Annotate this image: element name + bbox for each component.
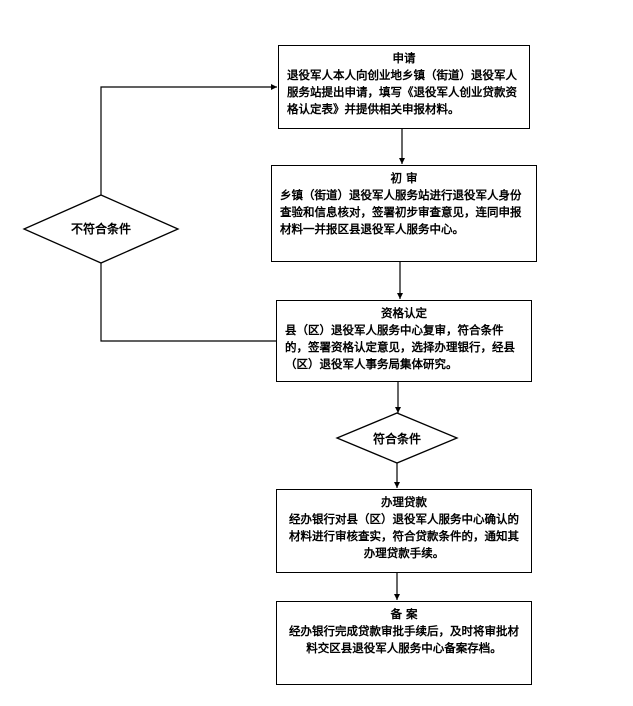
arrow-not-eligible-to-apply (100, 84, 277, 195)
line-qualification-to-not-eligible (100, 263, 276, 342)
step-qualification-title: 资格认定 (381, 306, 427, 320)
step-preliminary-text: 乡镇（街道）退役军人服务站进行退役军人身份查验和信息核对，签署初步审查意见，连同… (280, 188, 522, 236)
step-loan-box: 办理贷款 经办银行对县（区）退役军人服务中心确认的材料进行审核查实，符合贷款条件… (276, 489, 532, 573)
step-apply-box: 申请 退役军人本人向创业地乡镇（街道）退役军人服务站提出申请，填写《退役军人创业… (278, 45, 530, 129)
step-apply-text: 退役军人本人向创业地乡镇（街道）退役军人服务站提出申请，填写《退役军人创业贷款资… (287, 68, 517, 116)
step-qualification-box: 资格认定 县（区）退役军人服务中心复审，符合条件的，签署资格认定意见，选择办理银… (276, 300, 532, 382)
step-filing-title: 备 案 (390, 607, 418, 621)
step-loan-text: 经办银行对县（区）退役军人服务中心确认的材料进行审核查实，符合贷款条件的，通知其… (289, 512, 519, 560)
eligible-label: 符合条件 (372, 432, 421, 446)
eligible-diamond (335, 412, 459, 464)
step-qualification-text: 县（区）退役军人服务中心复审，符合条件的，签署资格认定意见，选择办理银行，经县（… (285, 323, 515, 371)
step-preliminary-box: 初 审 乡镇（街道）退役军人服务站进行退役军人身份查验和信息核对，签署初步审查意… (271, 165, 537, 262)
not-eligible-diamond (22, 194, 180, 264)
step-loan-title: 办理贷款 (381, 495, 427, 509)
not-eligible-label: 不符合条件 (70, 222, 131, 236)
step-preliminary-title: 初 审 (390, 171, 418, 185)
step-filing-text: 经办银行完成贷款审批手续后，及时将审批材料交区县退役军人服务中心备案存档。 (289, 624, 519, 655)
step-apply-title: 申请 (392, 51, 416, 65)
step-filing-box: 备 案 经办银行完成贷款审批手续后，及时将审批材料交区县退役军人服务中心备案存档… (276, 601, 532, 685)
